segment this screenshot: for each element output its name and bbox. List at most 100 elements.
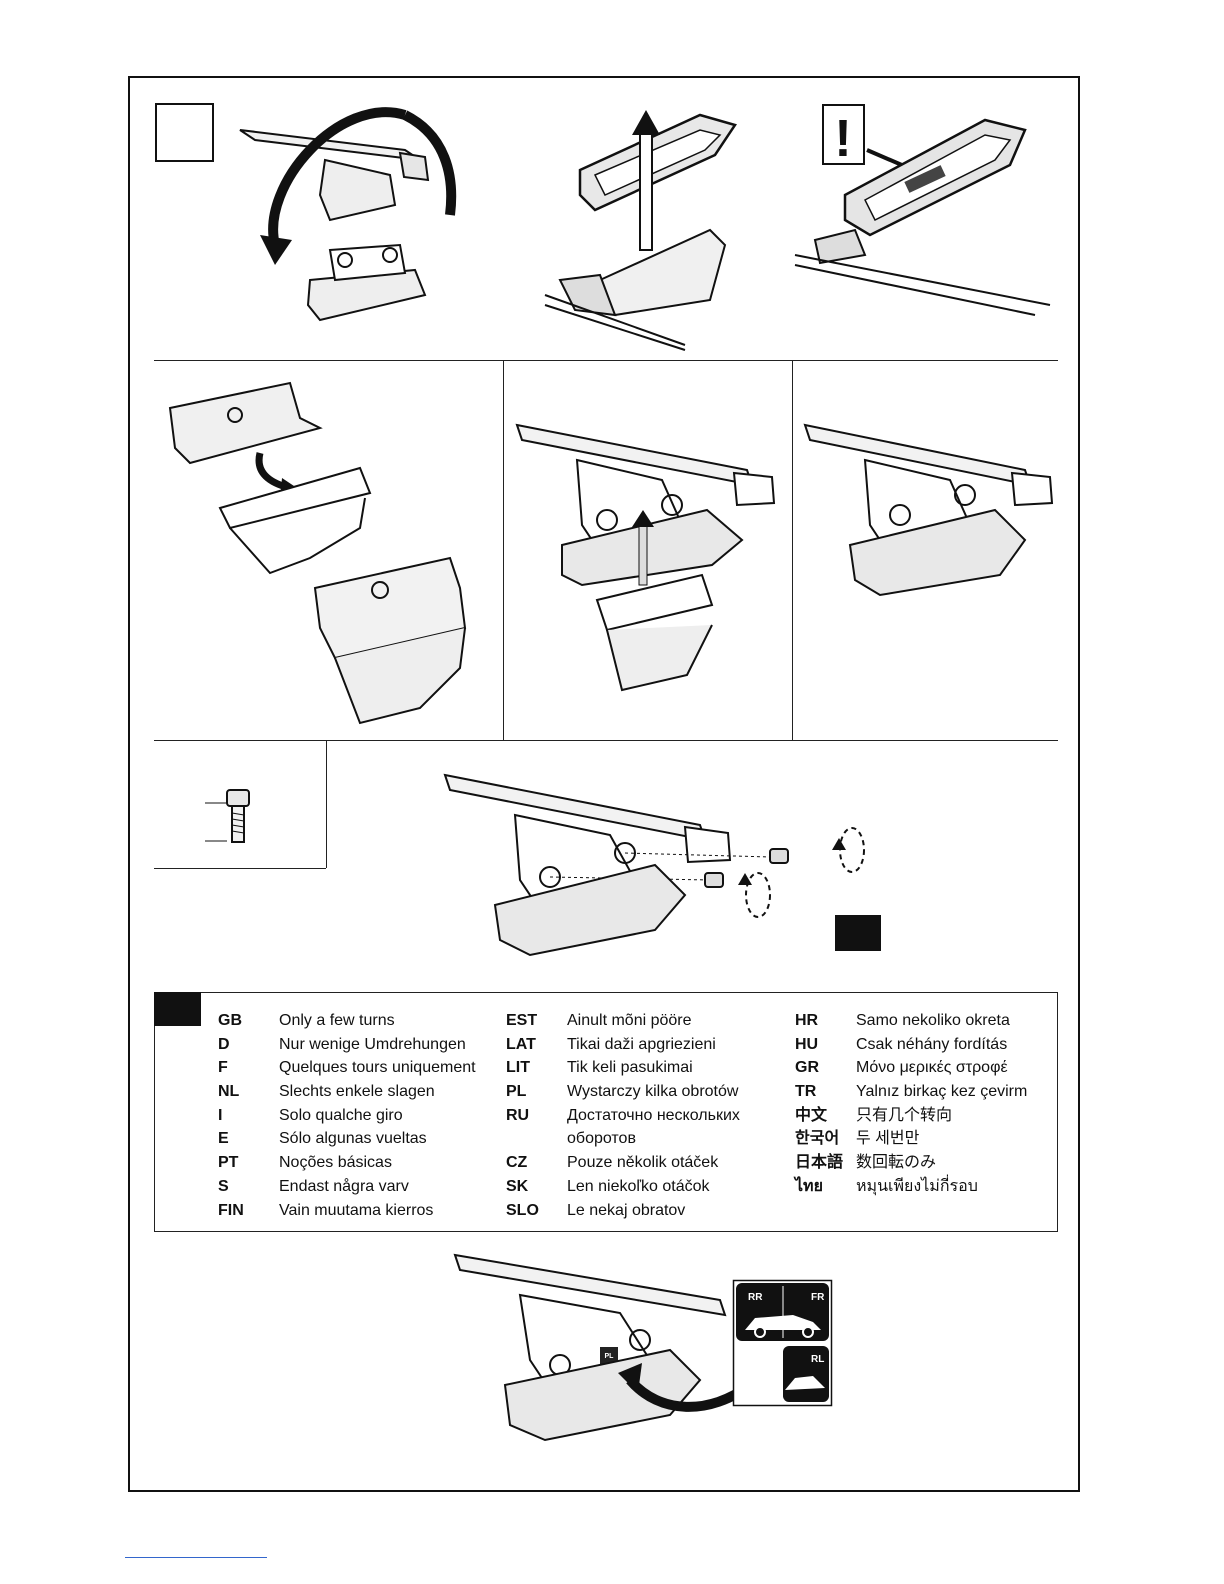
svg-text:FR: FR: [811, 1292, 825, 1303]
legend-row: D Nur wenige Umdrehungen: [218, 1033, 476, 1057]
language-code: GB: [218, 1012, 242, 1029]
language-text: หมุนเพียงไม่กี่รอบ: [856, 1177, 978, 1195]
legend-row: PL Wystarczy kilka obrotów: [506, 1080, 740, 1104]
language-text: Tik keli pasukimai: [567, 1059, 693, 1077]
language-code: SK: [506, 1177, 529, 1195]
legend-row: 中文 只有几个转向: [795, 1104, 1027, 1128]
language-text: Yalnız birkaç kez çevirm: [856, 1083, 1028, 1101]
language-text: Nur wenige Umdrehungen: [279, 1035, 466, 1053]
legend-row: LIT Tik keli pasukimai: [506, 1056, 740, 1080]
instruction-frame: [128, 76, 1080, 1492]
legend-row: E Sólo algunas vueltas: [218, 1127, 476, 1151]
language-text: Tikai daži apgriezieni: [567, 1035, 716, 1053]
language-code: FIN: [218, 1201, 244, 1219]
step-number-box-icon: [155, 103, 215, 163]
legend-row: RU Достаточно нескольких: [506, 1104, 740, 1128]
legend-row: GB Only a few turns: [218, 1009, 476, 1033]
divider-col-b: [792, 360, 793, 740]
language-code: RU: [506, 1106, 530, 1124]
language-code: GR: [795, 1059, 819, 1077]
sticker-placement-illustration: PL: [450, 1253, 753, 1455]
language-code: LIT: [506, 1059, 530, 1077]
legend-row: ไทย หมุนเพียงไม่กี่รอบ: [795, 1175, 1027, 1199]
legend-row: NL Slechts enkele slagen: [218, 1080, 476, 1104]
position-sticker: RR FR RL: [732, 1279, 833, 1407]
language-text: Ainult mõni pööre: [567, 1012, 692, 1029]
language-text: Csak néhány fordítás: [856, 1035, 1008, 1053]
language-code: E: [218, 1130, 229, 1148]
language-text: Μόνο μερικές στροφέ: [856, 1059, 1008, 1077]
legend-row: HR Samo nekoliko okreta: [795, 1009, 1027, 1033]
language-code: HR: [795, 1012, 819, 1029]
legend-row: EST Ainult mõni pööre: [506, 1009, 740, 1033]
legend-column-2: EST Ainult mõni pööre LAT Tikai daži apgri…: [506, 1009, 740, 1222]
language-text: Sólo algunas vueltas: [279, 1130, 427, 1148]
language-code: PL: [506, 1083, 527, 1101]
legend-row: GR Μόνο μερικές στροφέ: [795, 1056, 1027, 1080]
pad-inspection-illustration: [794, 105, 1060, 316]
language-code: NL: [218, 1083, 240, 1101]
pad-lift-illustration: [540, 100, 750, 351]
language-code: [506, 1127, 567, 1151]
language-text: Endast några varv: [279, 1177, 409, 1195]
legend-row: HU Csak néhány fordítás: [795, 1033, 1027, 1057]
legend-row: S Endast några varv: [218, 1175, 476, 1199]
footer-link-underline: [125, 1557, 267, 1558]
language-text: Noções básicas: [279, 1154, 392, 1172]
language-text: 두 세번만: [856, 1130, 920, 1148]
legend-column-3: HR Samo nekoliko okreta HU Csak néhány for…: [795, 1009, 1027, 1199]
language-text: Достаточно нескольких: [567, 1106, 740, 1124]
language-text: Le nekaj obratov: [567, 1201, 686, 1219]
language-code: LAT: [506, 1035, 536, 1053]
language-code: D: [218, 1035, 230, 1053]
svg-text:RL: RL: [811, 1354, 824, 1365]
legend-row: I Solo qualche giro: [218, 1104, 476, 1128]
language-text: Quelques tours uniquement: [279, 1059, 476, 1077]
language-code: HU: [795, 1035, 819, 1053]
svg-text:!: !: [834, 110, 851, 168]
legend-column-1: GB Only a few turns D Nur wenige Umdrehung…: [218, 1009, 476, 1222]
legend-row: 한국어 두 세번만: [795, 1127, 1027, 1151]
screw-icon: [205, 785, 265, 850]
language-text: 数回転のみ: [856, 1154, 937, 1172]
language-text: Slechts enkele slagen: [279, 1083, 435, 1101]
foot-mount-illustration: [512, 415, 777, 705]
language-text: Pouze několik otáček: [567, 1154, 719, 1172]
screw-tightening-illustration: [440, 765, 890, 975]
foot-removal-illustration: [230, 105, 490, 330]
divider-screw-box-bottom: [154, 868, 326, 869]
language-code: 한국어: [795, 1130, 840, 1148]
legend-tab: [154, 992, 201, 1026]
divider-screw-box: [326, 740, 327, 868]
translation-legend: GB Only a few turns D Nur wenige Umdrehung…: [154, 992, 1058, 1232]
legend-row: 日本語数回転のみ: [795, 1151, 1027, 1175]
language-code: 日本語: [795, 1154, 844, 1172]
legend-row: F Quelques tours uniquement: [218, 1056, 476, 1080]
language-text: Wystarczy kilka obrotów: [567, 1083, 739, 1101]
language-code: 中文: [795, 1106, 828, 1124]
language-code: EST: [506, 1012, 538, 1029]
language-code: F: [218, 1059, 228, 1077]
divider-row-2: [154, 740, 1058, 741]
svg-text:PL: PL: [605, 1353, 615, 1360]
legend-row: SK Len niekoľko otáčok: [506, 1175, 740, 1199]
exclamation-warning-icon: !: [822, 104, 866, 168]
svg-text:RR: RR: [748, 1292, 763, 1303]
language-text: Solo qualche giro: [279, 1106, 403, 1124]
divider-col-a: [503, 360, 504, 740]
language-code: I: [218, 1106, 223, 1124]
step-black-box-icon: [835, 915, 881, 951]
language-code: ไทย: [795, 1177, 823, 1195]
language-text: 只有几个转向: [856, 1106, 953, 1124]
divider-row-1: [154, 360, 1058, 361]
language-text: Len niekoľko otáčok: [567, 1177, 710, 1195]
language-text: Samo nekoliko okreta: [856, 1012, 1010, 1029]
language-code: S: [218, 1177, 229, 1195]
language-text: Only a few turns: [279, 1012, 395, 1029]
